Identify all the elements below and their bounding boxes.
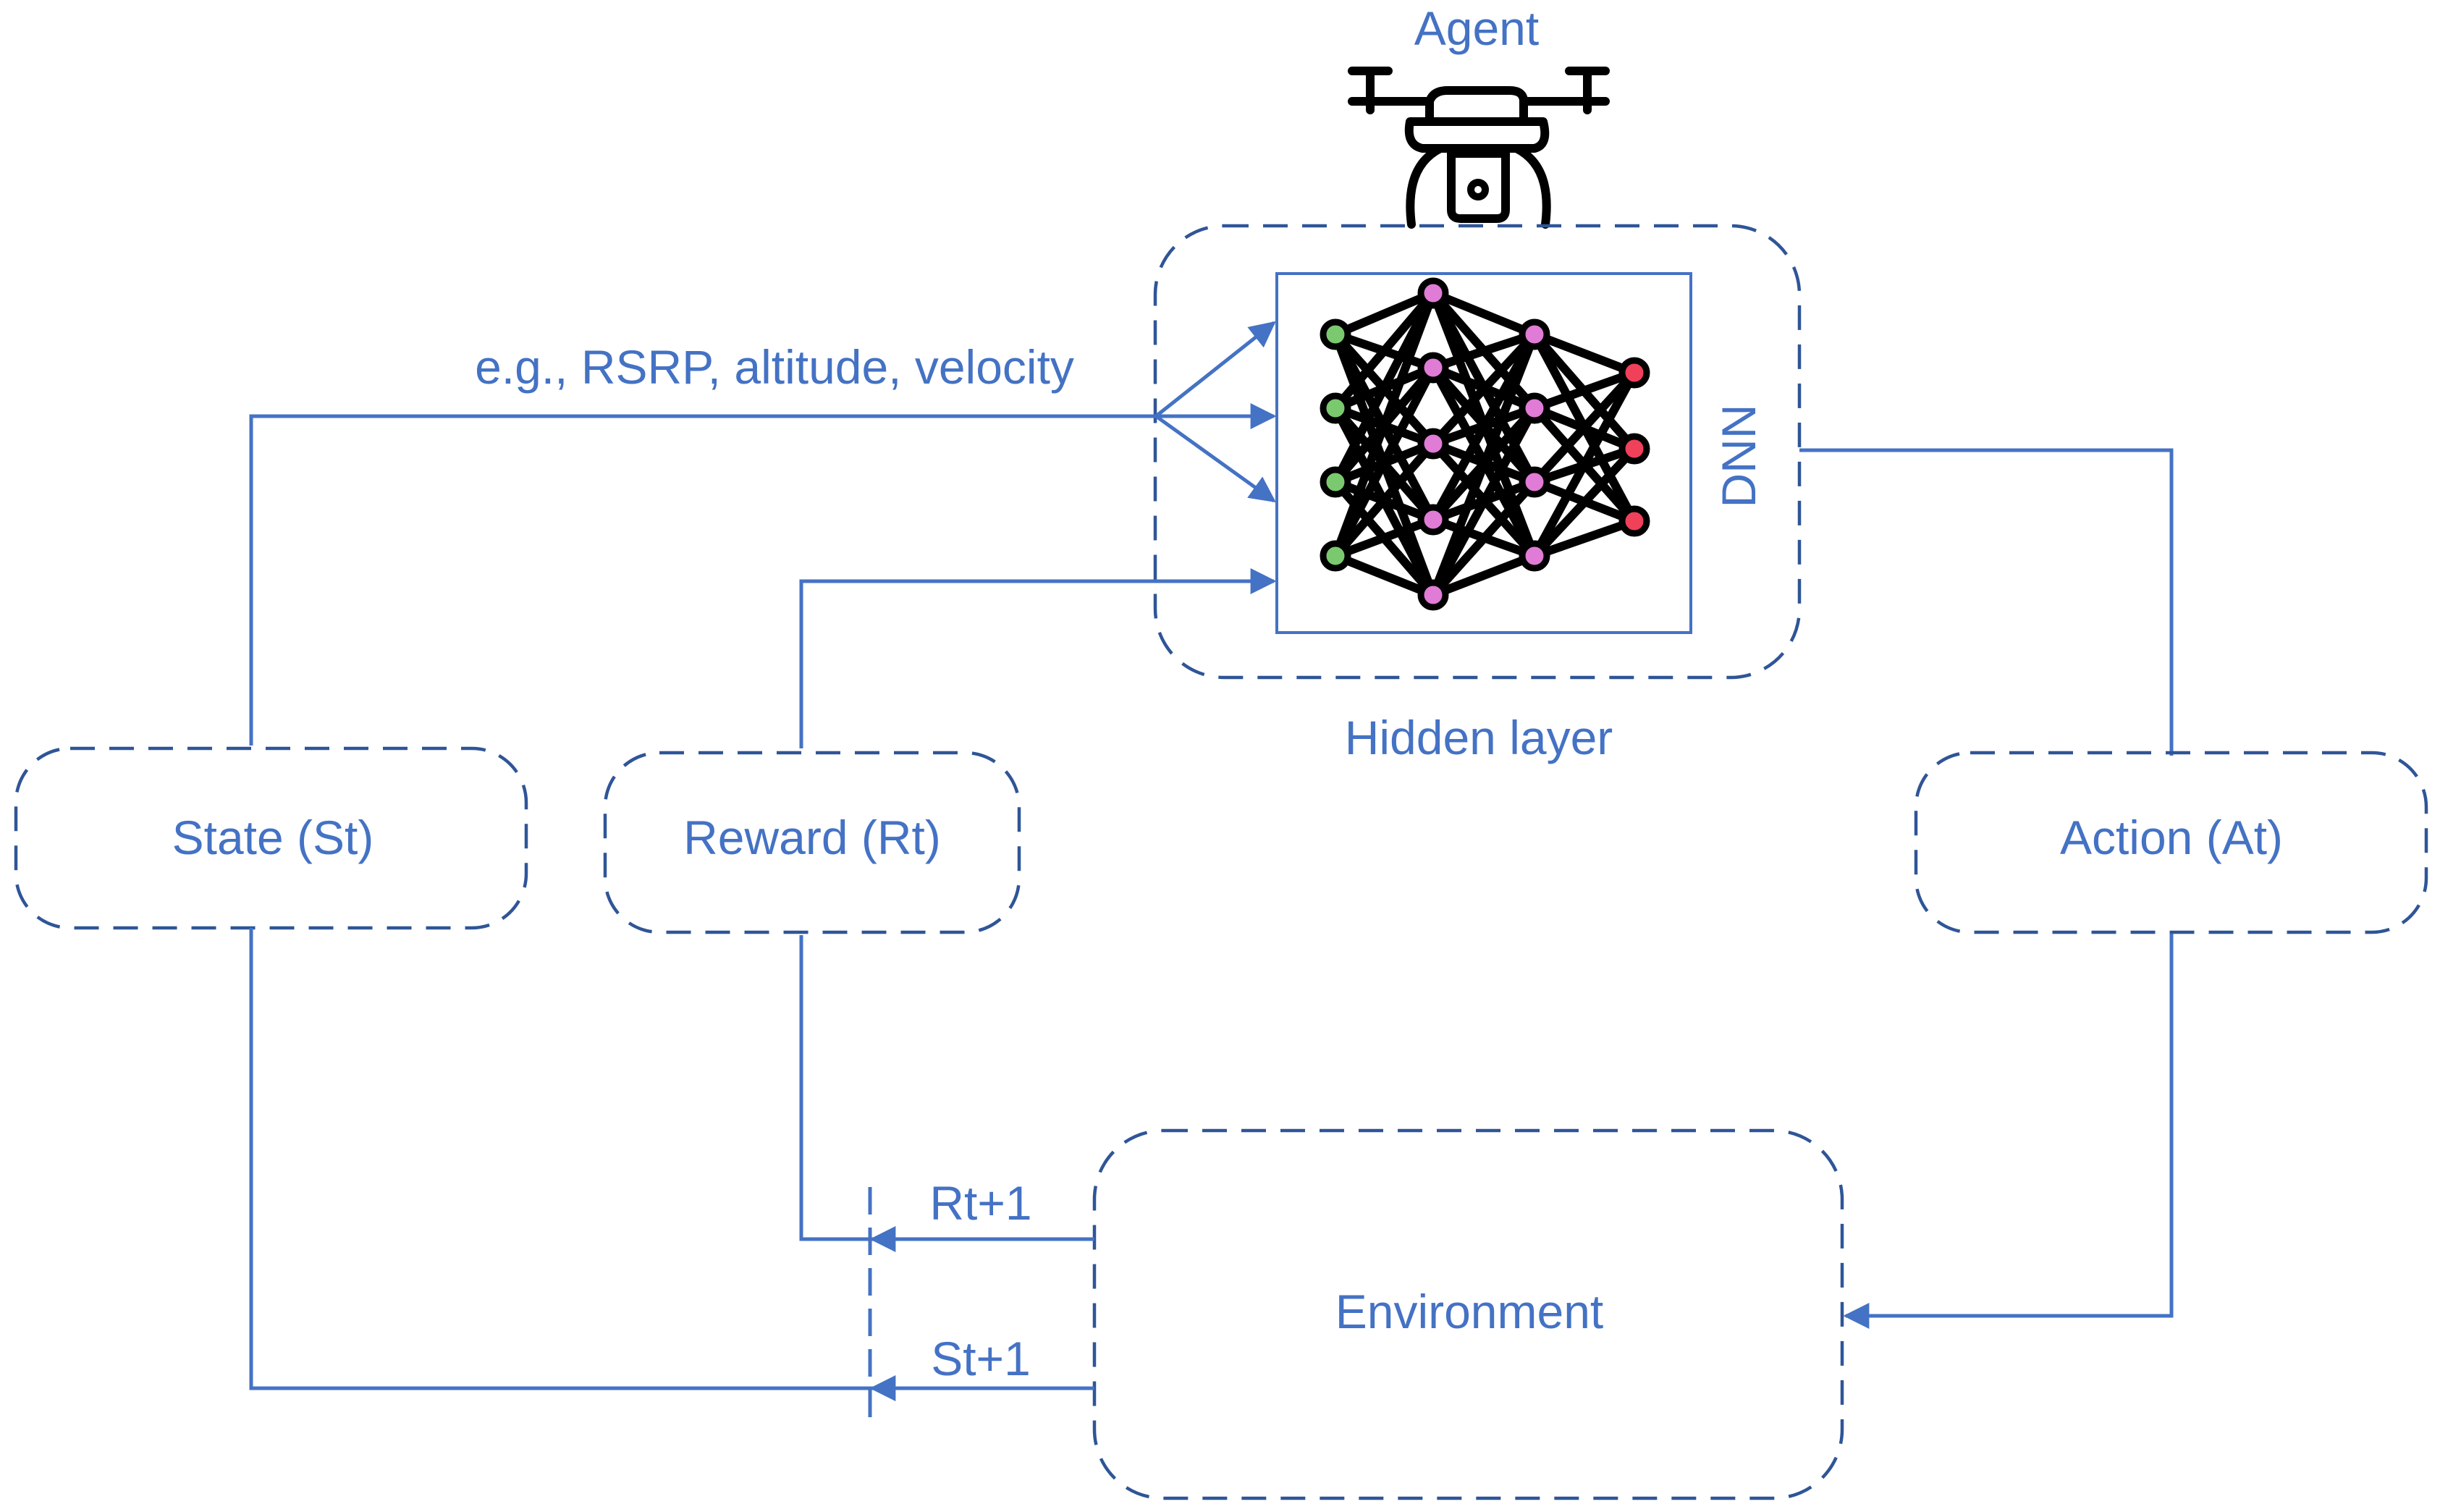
environment-box xyxy=(1092,1128,1844,1500)
state-arrow-3 xyxy=(1154,414,1276,503)
dnn-to-action-line xyxy=(1799,448,2174,756)
nn-edge xyxy=(1331,515,1438,560)
nn-edge xyxy=(1331,289,1438,339)
nn-edge xyxy=(1429,330,1539,599)
nn-edge xyxy=(1429,330,1539,448)
nn-node xyxy=(1417,504,1449,536)
state-box xyxy=(14,746,528,930)
state-input-label: e.g., RSRP, altitude, velocity xyxy=(475,340,1074,394)
nn-node xyxy=(1320,466,1351,498)
nn-node xyxy=(1417,428,1449,460)
nn-edge xyxy=(1429,404,1539,599)
nn-edge xyxy=(1530,330,1639,377)
dnn-label: DNN xyxy=(1712,405,1765,508)
nn-edge xyxy=(1331,439,1438,560)
nn-node xyxy=(1417,579,1449,611)
state-feedback-line xyxy=(249,928,872,1390)
agent-box xyxy=(1153,224,1802,680)
nn-edge xyxy=(1331,289,1438,413)
nn-node xyxy=(1618,357,1650,389)
nn-edge xyxy=(1530,368,1639,486)
state-arrow-1 xyxy=(1154,321,1276,418)
nn-edge xyxy=(1530,368,1639,560)
neural-network-icon xyxy=(1320,277,1650,611)
nn-edge xyxy=(1429,330,1539,524)
nn-edge xyxy=(1331,552,1438,599)
nn-node xyxy=(1618,433,1650,465)
state-next-label: St+1 xyxy=(931,1332,1031,1385)
nn-edge xyxy=(1429,330,1539,372)
nn-edge xyxy=(1530,517,1639,560)
nn-edge xyxy=(1429,552,1539,599)
nn-node xyxy=(1618,505,1650,537)
nn-edge xyxy=(1530,444,1639,560)
environment-label: Environment xyxy=(1335,1285,1604,1338)
action-label: Action (At) xyxy=(2060,811,2283,864)
state-label: State (St) xyxy=(172,811,374,864)
state-to-dnn-line xyxy=(249,414,1156,746)
nn-node xyxy=(1519,392,1550,424)
reward-next-label: Rt+1 xyxy=(929,1176,1031,1230)
drone-icon xyxy=(1348,67,1610,229)
reward-label: Reward (Rt) xyxy=(683,811,941,864)
hidden-layer-label: Hidden layer xyxy=(1345,711,1613,764)
nn-edge xyxy=(1530,368,1639,413)
nn-node xyxy=(1417,277,1449,309)
nn-node xyxy=(1320,318,1351,350)
nn-edge xyxy=(1429,478,1539,599)
nn-edge xyxy=(1429,289,1539,339)
nn-node xyxy=(1519,540,1550,572)
agent-label: Agent xyxy=(1414,1,1539,55)
nn-node xyxy=(1519,318,1550,350)
nn-node xyxy=(1320,540,1351,572)
nn-node xyxy=(1417,352,1449,384)
reward-to-dnn-line xyxy=(799,568,1277,748)
action-to-environment-line xyxy=(1843,934,2174,1329)
nn-edge xyxy=(1331,363,1438,560)
nn-node xyxy=(1320,392,1351,424)
action-box xyxy=(1914,751,2428,934)
reward-feedback-line xyxy=(799,935,872,1241)
nn-edge xyxy=(1331,289,1438,560)
nn-node xyxy=(1519,466,1550,498)
